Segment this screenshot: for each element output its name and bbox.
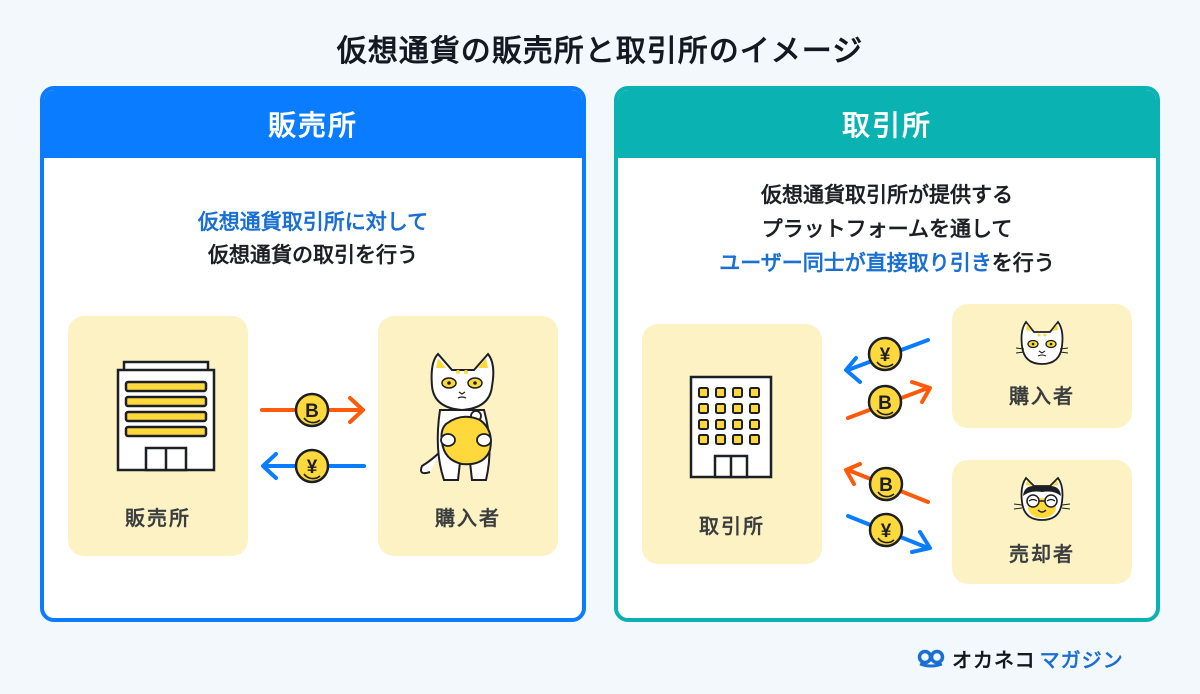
- bitcoin-coin-icon: B: [868, 466, 904, 502]
- sales-description: 仮想通貨取引所に対して 仮想通貨の取引を行う: [44, 206, 582, 272]
- yen-coin-icon: ¥: [294, 448, 330, 484]
- svg-text:B: B: [878, 393, 892, 414]
- svg-text:B: B: [305, 401, 319, 422]
- exchange-card: 取引所: [642, 324, 822, 564]
- yen-flow-arrow-left: ¥: [261, 448, 366, 484]
- exchange-panel: 取引所 仮想通貨取引所が提供する プラットフォームを通して ユーザー同士が直接取…: [614, 86, 1160, 622]
- svg-text:B: B: [879, 475, 893, 496]
- dealer-card: 販売所: [68, 316, 248, 556]
- bitcoin-flow-arrow-right: B: [260, 392, 365, 428]
- sales-desc-line1: 仮想通貨取引所に対して: [197, 210, 429, 234]
- exchange-desc-line3: ユーザー同士が直接取り引きを行う: [618, 246, 1156, 280]
- sales-panel: 販売所 仮想通貨取引所に対して 仮想通貨の取引を行う 販売所 B: [40, 86, 586, 622]
- okaneko-magazine-logo[interactable]: オカネコ マガジン: [917, 645, 1124, 672]
- exchange-card-label: 取引所: [699, 514, 765, 538]
- svg-text:¥: ¥: [307, 457, 318, 478]
- yen-coin-icon: ¥: [868, 512, 904, 548]
- cat-with-purse-icon: [420, 352, 495, 481]
- logo-text-magazine: マガジン: [1039, 647, 1124, 672]
- exchange-desc-line1: 仮想通貨取引所が提供する: [761, 183, 1013, 207]
- exchange-seller-label: 売却者: [1009, 542, 1075, 566]
- bitcoin-coin-icon: B: [294, 392, 330, 428]
- exchange-buyer-card: 購入者: [952, 304, 1132, 428]
- buyer-card-label: 購入者: [435, 506, 501, 530]
- bitcoin-coin-icon: B: [867, 384, 903, 420]
- building-icon: [116, 360, 216, 472]
- exchange-panel-header: 取引所: [618, 90, 1156, 158]
- glasses-cat-face-icon: [1013, 476, 1071, 521]
- exchange-desc-line2: プラットフォームを通して: [761, 217, 1013, 241]
- exchange-buyer-label: 購入者: [1009, 384, 1075, 408]
- page-title: 仮想通貨の販売所と取引所のイメージ: [336, 34, 864, 69]
- upper-exchange-arrows: ¥ B: [844, 336, 932, 420]
- exchange-desc-highlight: ユーザー同士が直接取り引き: [719, 251, 992, 275]
- dealer-card-label: 販売所: [125, 506, 191, 530]
- exchange-description: 仮想通貨取引所が提供する プラットフォームを通して ユーザー同士が直接取り引きを…: [618, 178, 1156, 280]
- sales-desc-line2: 仮想通貨の取引を行う: [208, 243, 418, 267]
- exchange-desc-rest: を行う: [991, 251, 1055, 275]
- okaneko-logo-icon: [917, 649, 945, 668]
- sales-panel-header: 販売所: [44, 90, 582, 158]
- white-cat-face-icon: [1015, 320, 1069, 365]
- svg-text:¥: ¥: [880, 345, 891, 366]
- buyer-card: 購入者: [378, 316, 558, 556]
- logo-text-okaneko: オカネコ: [952, 647, 1036, 672]
- exchange-seller-card: 売却者: [952, 460, 1132, 584]
- yen-coin-icon: ¥: [867, 336, 903, 372]
- office-building-icon: [689, 375, 773, 479]
- lower-exchange-arrows: B ¥: [844, 462, 932, 554]
- svg-text:¥: ¥: [881, 521, 892, 542]
